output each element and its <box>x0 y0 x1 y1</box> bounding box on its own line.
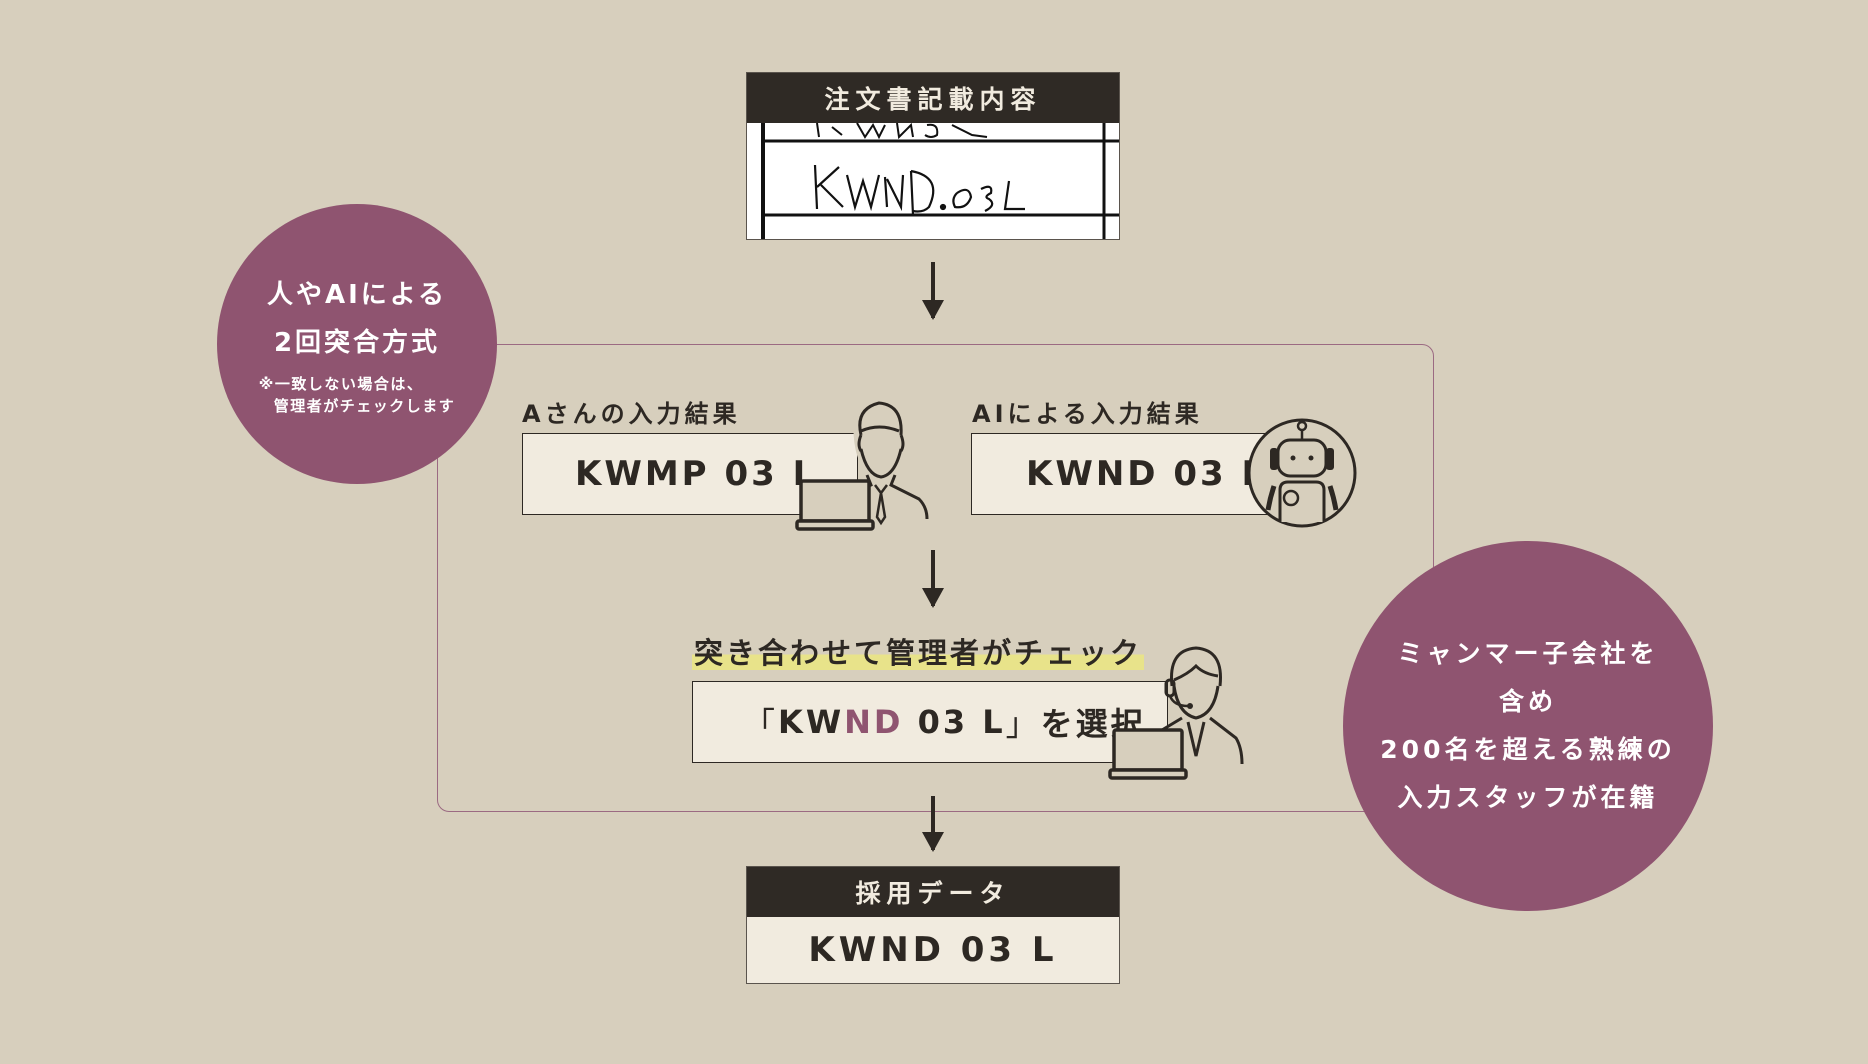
arrow-down-2 <box>922 550 944 608</box>
badge-note-line1: ※一致しない場合は、 <box>258 375 424 393</box>
selected-value-prefix: KW <box>778 703 845 741</box>
manager-check-title: 突き合わせて管理者がチェック <box>692 630 1145 672</box>
selected-value-suffix: 03 L <box>903 703 1006 741</box>
staff-badge-line4: 入力スタッフが在籍 <box>1397 783 1659 812</box>
manager-with-headset-icon <box>1108 646 1244 780</box>
badge-title-line1: 人やAIによる <box>266 280 448 310</box>
selected-value-corrected-chars: ND <box>844 703 904 741</box>
businessman-at-laptop-icon <box>795 401 929 531</box>
handwritten-scan-image <box>747 122 1119 239</box>
source-header: 注文書記載内容 <box>747 73 1119 123</box>
person-input-value: KWMP 03 L <box>575 454 818 494</box>
ai-input-value-box: KWND 03 L <box>971 433 1287 515</box>
double-check-method-badge: 人やAIによる 2回突合方式 ※一致しない場合は、 管理者がチェックします <box>217 204 497 484</box>
adopted-data-box: 採用データ KWND 03 L <box>746 866 1120 984</box>
badge-title-line2: 2回突合方式 <box>273 328 441 358</box>
adopted-data-value: KWND 03 L <box>808 930 1058 970</box>
adopted-data-header: 採用データ <box>747 867 1119 917</box>
robot-icon <box>1247 418 1357 528</box>
ai-input-label: AIによる入力結果 <box>972 400 1203 428</box>
ai-input-value: KWND 03 L <box>1026 454 1267 494</box>
staff-badge-line1: ミャンマー子会社を <box>1397 639 1659 668</box>
handwritten-partial-text <box>816 122 988 140</box>
open-bracket: 「 <box>743 705 779 743</box>
staff-badge-line2: 含め <box>1498 687 1557 716</box>
manager-check-title-text: 突き合わせて管理者がチェック <box>692 636 1145 670</box>
staff-info-badge: ミャンマー子会社を 含め 200名を超える熟練の 入力スタッフが在籍 <box>1343 541 1713 911</box>
badge-note-line2: 管理者がチェックします <box>273 397 456 415</box>
selected-value-box: 「 KW ND 03 L 」 を選択 <box>692 681 1168 763</box>
close-bracket: 」 <box>1005 705 1041 743</box>
handwritten-scan <box>761 122 1119 239</box>
handwritten-text-kwnd03l <box>813 164 1025 216</box>
person-input-label: Aさんの入力結果 <box>522 400 741 428</box>
arrow-down-3 <box>922 796 944 852</box>
staff-badge-line3: 200名を超える熟練の <box>1380 735 1676 764</box>
arrow-down-1 <box>922 262 944 320</box>
source-document-box: 注文書記載内容 <box>746 72 1120 240</box>
person-input-value-box: KWMP 03 L <box>522 433 858 515</box>
